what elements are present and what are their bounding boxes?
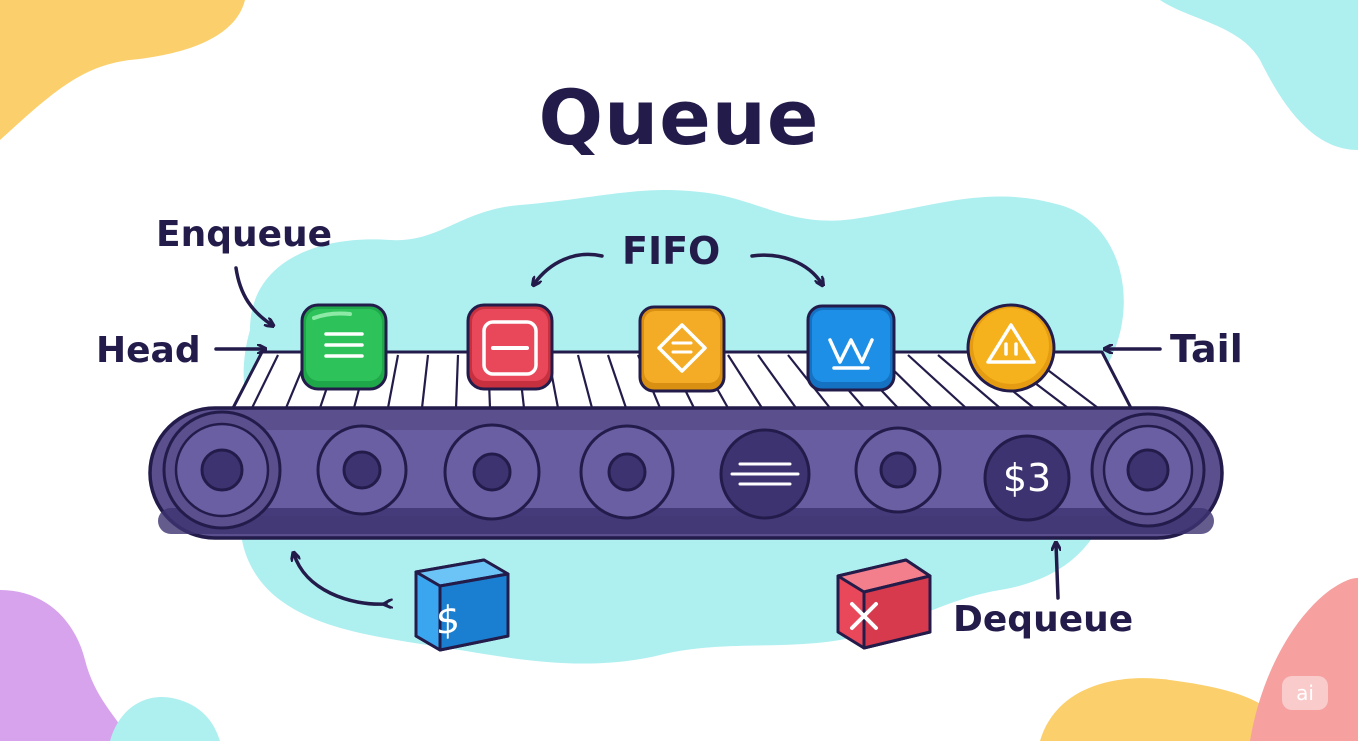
dollar-icon: $	[435, 596, 461, 644]
corner-blob-top-left	[0, 0, 245, 140]
label-fifo: FIFO	[622, 229, 721, 273]
queue-item-blue	[806, 304, 896, 392]
belt-shadow-band	[158, 508, 1214, 534]
belt-inner-band	[180, 430, 1192, 516]
dequeued-box-red	[836, 558, 932, 650]
roller-4-marked	[719, 428, 811, 520]
fifo-arrow-left	[534, 252, 604, 284]
roller-3	[579, 424, 675, 520]
roller-1	[316, 424, 408, 516]
queue-item-coin	[966, 303, 1056, 393]
dequeued-box-blue	[414, 558, 510, 652]
lines-icon	[324, 332, 364, 358]
crown-icon	[828, 338, 874, 370]
corner-blob-bottom-left-cyan	[110, 696, 220, 741]
label-tail: Tail	[1170, 327, 1243, 371]
queue-item-green	[300, 303, 388, 391]
cycle-arrow-left	[294, 554, 386, 604]
corner-blob-top-right	[1160, 0, 1358, 150]
arrows	[214, 252, 1162, 604]
dequeue-arrow	[1056, 544, 1058, 600]
diamond-icon	[657, 323, 707, 373]
roller-2	[443, 423, 541, 521]
minus-icon	[482, 320, 538, 376]
roller-6-badge	[983, 434, 1071, 522]
label-enqueue: Enqueue	[156, 214, 333, 255]
warning-triangle-icon	[986, 323, 1036, 364]
queue-item-red	[466, 303, 554, 391]
roller-5	[854, 426, 942, 514]
label-dequeue: Dequeue	[953, 599, 1134, 640]
watermark-badge: ai	[1282, 676, 1328, 710]
close-icon	[850, 602, 878, 630]
diagram-title: Queue	[538, 73, 820, 162]
enqueue-arrow	[234, 266, 272, 325]
corner-blob-bottom-right-pink	[1250, 578, 1358, 741]
roller-end-right	[1090, 412, 1206, 528]
label-head: Head	[96, 330, 201, 371]
roller-end-left	[162, 410, 282, 530]
corner-blob-bottom-left-purple	[0, 590, 130, 741]
corner-blob-bottom-right-yellow	[1040, 678, 1290, 741]
roller-badge-text: $3	[1002, 456, 1052, 500]
queue-item-orange	[638, 305, 726, 393]
fifo-arrow-right	[750, 253, 822, 284]
